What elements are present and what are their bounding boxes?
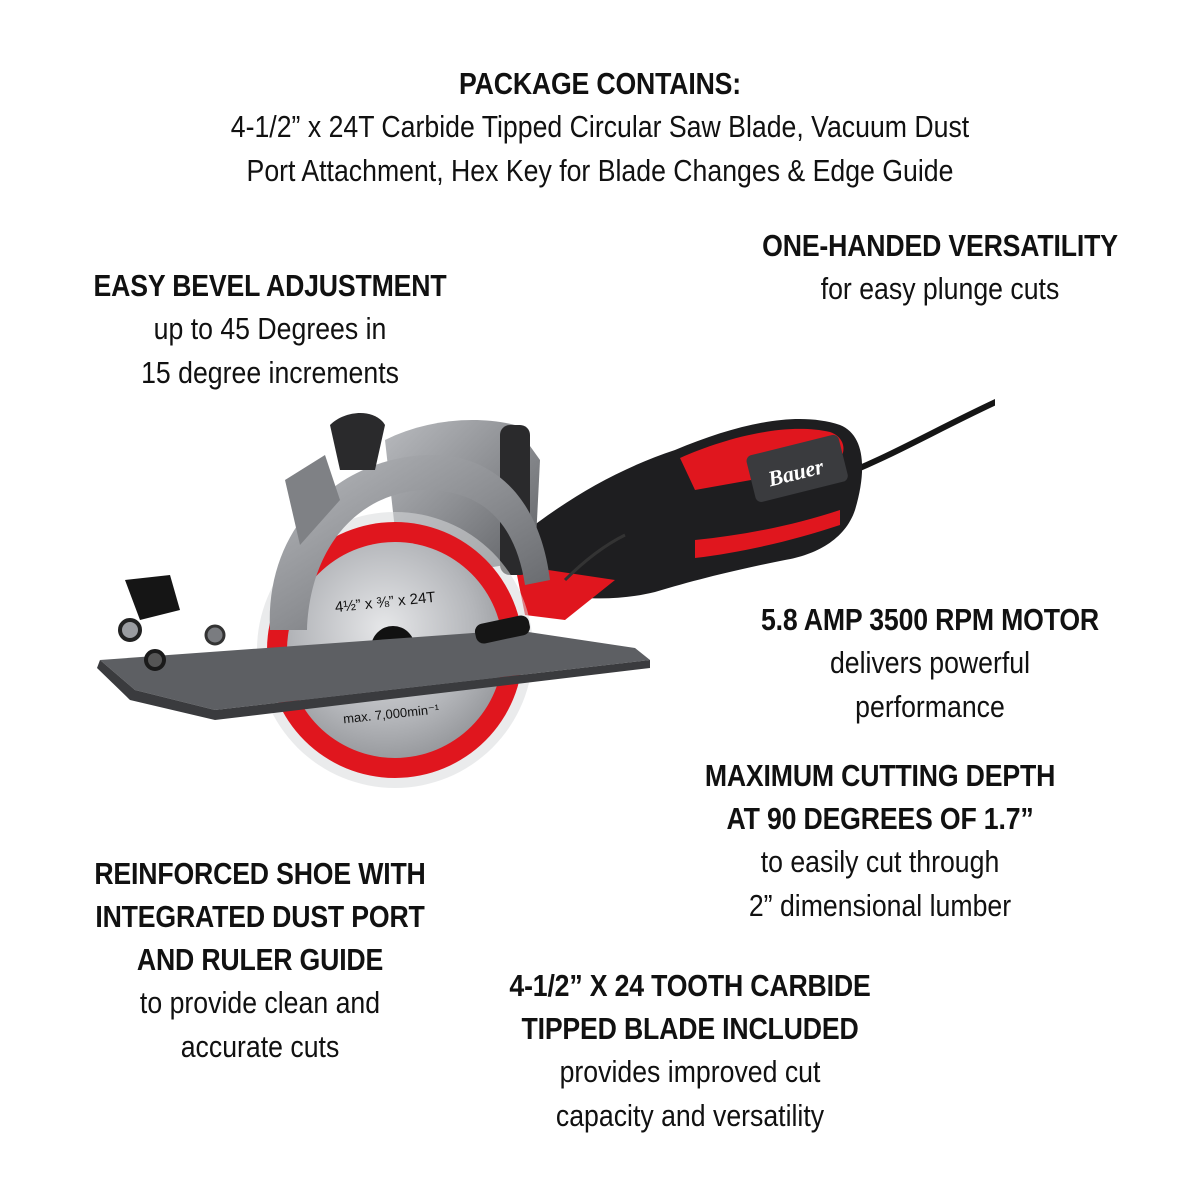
feature-body: capacity and versatility xyxy=(555,1098,825,1133)
feature-blade: 4-1/2” X 24 TOOTH CARBIDE TIPPED BLADE I… xyxy=(440,964,940,1138)
feature-heading: ONE-HANDED VERSATILITY xyxy=(762,228,1118,263)
feature-body: 2” dimensional lumber xyxy=(748,888,1012,923)
feature-cutting-depth: MAXIMUM CUTTING DEPTH AT 90 DEGREES OF 1… xyxy=(640,754,1120,928)
feature-body: performance xyxy=(855,689,1005,724)
circular-saw-product-image: Bauer 4½” x ⅜” x 24T max. 7,000min⁻¹ xyxy=(97,399,995,788)
feature-heading: 5.8 AMP 3500 RPM MOTOR xyxy=(761,602,1099,637)
feature-body: up to 45 Degrees in xyxy=(153,311,387,346)
brand-badge xyxy=(746,434,848,502)
feature-body: for easy plunge cuts xyxy=(820,271,1060,306)
handle-body: Bauer xyxy=(515,419,863,620)
shoe-base-plate xyxy=(97,615,650,720)
feature-heading: AND RULER GUIDE xyxy=(136,942,384,977)
feature-heading: INTEGRATED DUST PORT xyxy=(95,899,425,934)
feature-bevel: EASY BEVEL ADJUSTMENT up to 45 Degrees i… xyxy=(50,264,490,395)
package-line: 4-1/2” x 24T Carbide Tipped Circular Saw… xyxy=(230,109,970,144)
feature-heading: EASY BEVEL ADJUSTMENT xyxy=(93,268,447,303)
feature-body: to provide clean and xyxy=(139,985,381,1020)
feature-one-handed: ONE-HANDED VERSATILITY for easy plunge c… xyxy=(720,224,1160,311)
feature-heading: TIPPED BLADE INCLUDED xyxy=(521,1011,859,1046)
feature-body: 15 degree increments xyxy=(141,355,399,390)
front-knob-and-dust-port xyxy=(118,575,226,671)
feature-heading: MAXIMUM CUTTING DEPTH xyxy=(704,758,1056,793)
dust-port xyxy=(144,649,166,671)
feature-body: delivers powerful xyxy=(829,645,1031,680)
feature-heading: REINFORCED SHOE WITH xyxy=(94,856,426,891)
feature-body: to easily cut through xyxy=(760,844,1000,879)
package-contents: PACKAGE CONTAINS: 4-1/2” x 24T Carbide T… xyxy=(100,62,1100,193)
depth-lever xyxy=(474,615,530,644)
feature-body: provides improved cut xyxy=(559,1054,821,1089)
blade-guard xyxy=(269,412,550,630)
feature-body: accurate cuts xyxy=(180,1029,340,1064)
package-heading: PACKAGE CONTAINS: xyxy=(459,66,741,101)
feature-motor: 5.8 AMP 3500 RPM MOTOR delivers powerful… xyxy=(700,598,1160,729)
package-line: Port Attachment, Hex Key for Blade Chang… xyxy=(246,153,954,188)
bevel-knob xyxy=(118,618,142,642)
feature-heading: 4-1/2” X 24 TOOTH CARBIDE xyxy=(509,968,871,1003)
feature-shoe: REINFORCED SHOE WITH INTEGRATED DUST POR… xyxy=(40,852,480,1069)
feature-heading: AT 90 DEGREES OF 1.7” xyxy=(726,801,1034,836)
